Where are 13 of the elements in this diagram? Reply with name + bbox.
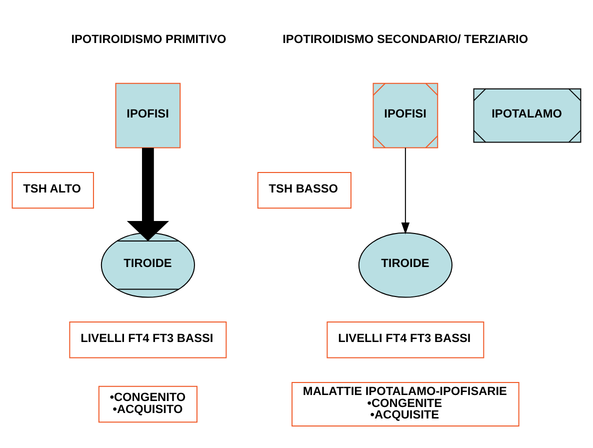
node-box: •CONGENITO •ACQUISITO (98, 385, 198, 422)
node-box: LIVELLI FT4 FT3 BASSI (69, 321, 227, 358)
node-ellipse: TIROIDE (358, 232, 452, 298)
node-box: TSH ALTO (12, 172, 94, 208)
node-box: TSH BASSO (257, 172, 352, 208)
node-ellipse: TIROIDE (100, 232, 195, 298)
arrow (126, 147, 170, 241)
node-box: MALATTIE IPOTALAMO-IPOFISARIE •CONGENITE •ACQUISITE (292, 381, 520, 426)
node-box: IPOFISI (115, 82, 181, 148)
label: IPOTIROIDISMO SECONDARIO/ TERZIARIO (282, 31, 528, 46)
arrow (401, 146, 410, 234)
label: IPOTIROIDISMO PRIMITIVO (71, 31, 226, 46)
node-box: LIVELLI FT4 FT3 BASSI (326, 321, 484, 358)
